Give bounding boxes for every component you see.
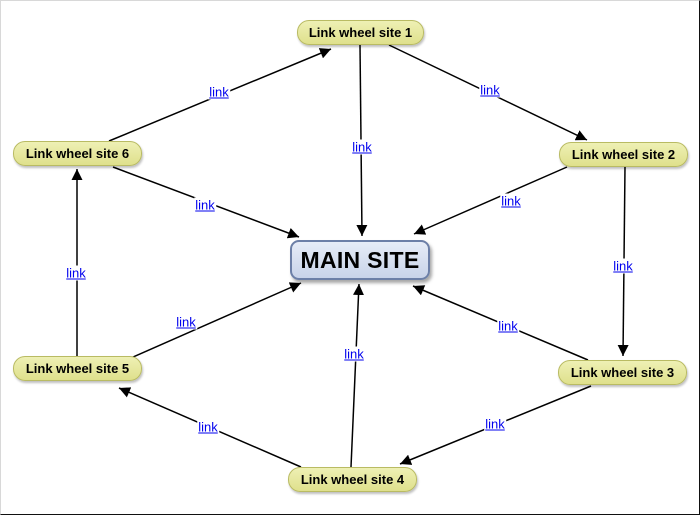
link-wheel-site-5-node[interactable]: Link wheel site 5 — [13, 356, 142, 381]
edge-link-site3-to-site4[interactable]: link — [484, 416, 506, 432]
edge-line-site5-to-main — [123, 282, 302, 362]
site-6-label: Link wheel site 6 — [25, 146, 130, 161]
edge-link-site5-to-main[interactable]: link — [175, 314, 197, 330]
link-wheel-site-1-node[interactable]: Link wheel site 1 — [297, 20, 424, 45]
edge-link-site4-to-site5[interactable]: link — [197, 419, 219, 435]
site-1-label: Link wheel site 1 — [308, 25, 413, 40]
edge-link-site3-to-main[interactable]: link — [497, 318, 519, 334]
edge-link-site6-to-site1[interactable]: link — [208, 84, 230, 100]
main-site-label: MAIN SITE — [300, 246, 420, 273]
site-4-label: Link wheel site 4 — [300, 472, 405, 487]
edge-link-site1-to-main[interactable]: link — [351, 139, 373, 155]
link-wheel-site-3-node[interactable]: Link wheel site 3 — [558, 360, 687, 385]
link-wheel-site-6-node[interactable]: Link wheel site 6 — [13, 141, 142, 166]
edge-link-site4-to-main[interactable]: link — [343, 346, 365, 362]
site-3-label: Link wheel site 3 — [570, 365, 675, 380]
edge-link-site2-to-main[interactable]: link — [500, 193, 522, 209]
edge-link-site5-to-site6[interactable]: link — [65, 265, 87, 281]
link-wheel-site-4-node[interactable]: Link wheel site 4 — [288, 467, 417, 492]
site-5-label: Link wheel site 5 — [25, 361, 130, 376]
edge-link-site1-to-site2[interactable]: link — [479, 82, 501, 98]
main-site-node[interactable]: MAIN SITE — [290, 240, 430, 280]
edge-line-site4-to-main — [350, 283, 365, 468]
edge-link-site6-to-main[interactable]: link — [194, 197, 216, 213]
edge-link-site2-to-site3[interactable]: link — [612, 258, 634, 274]
site-2-label: Link wheel site 2 — [571, 147, 676, 162]
edge-line-site2-to-main — [413, 166, 568, 235]
link-wheel-site-2-node[interactable]: Link wheel site 2 — [559, 142, 688, 167]
